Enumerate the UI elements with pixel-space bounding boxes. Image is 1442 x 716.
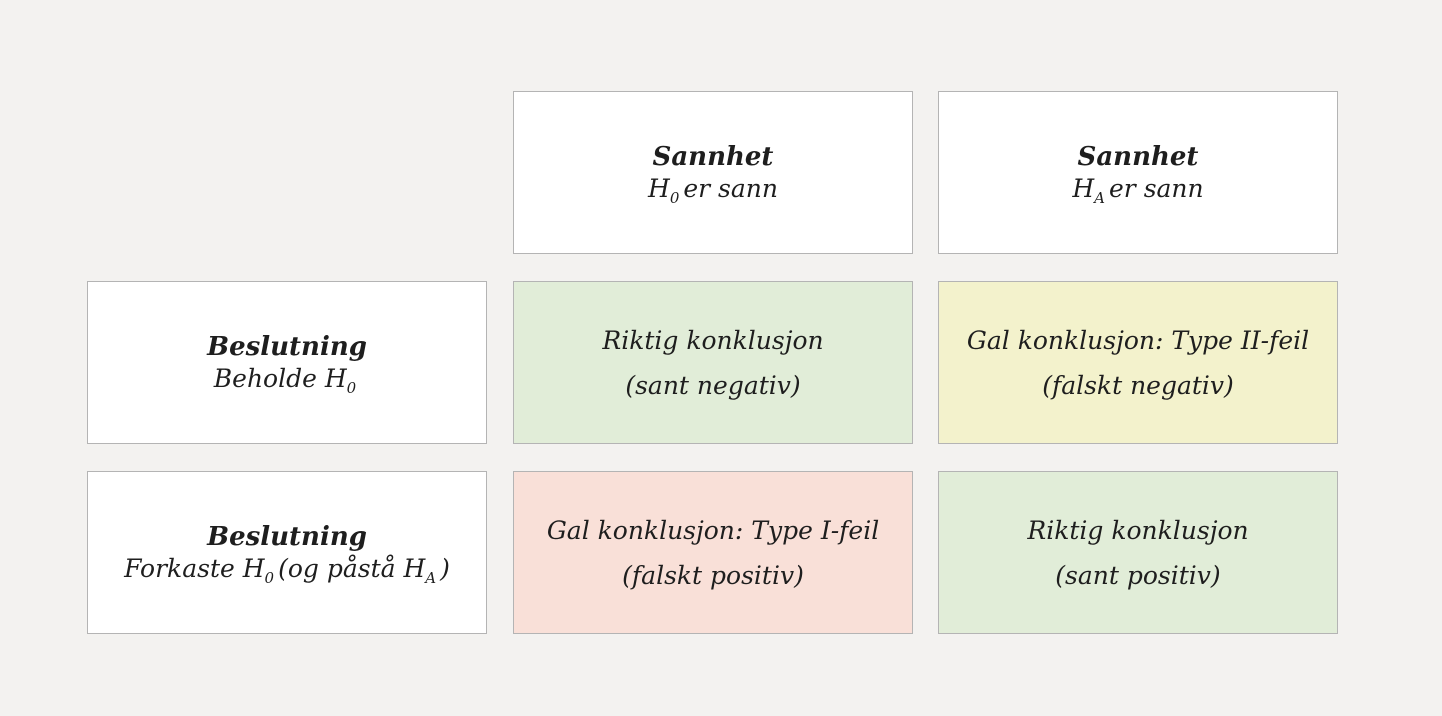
row-header-reject-h0: Beslutning Forkaste H0(og påstå HA) [87, 471, 487, 634]
column-header-title: Sannhet [1077, 141, 1199, 172]
row-header-title: Beslutning [207, 331, 367, 362]
cell-label: Riktig konklusjon [1027, 515, 1249, 545]
column-header-title: Sannhet [652, 141, 774, 172]
cell-true-negative: Riktig konklusjon (sant negativ) [513, 281, 913, 444]
row-header-subtitle: Beholde H0 [213, 363, 357, 397]
cell-sublabel: (falskt positiv) [622, 560, 804, 590]
row-header-subtitle: Forkaste H0(og påstå HA) [124, 553, 450, 587]
cell-sublabel: (falskt negativ) [1042, 370, 1234, 400]
cell-true-positive: Riktig konklusjon (sant positiv) [938, 471, 1338, 634]
cell-false-positive: Gal konklusjon: Type I-feil (falskt posi… [513, 471, 913, 634]
row-header-keep-h0: Beslutning Beholde H0 [87, 281, 487, 444]
cell-label: Gal konklusjon: Type I-feil [546, 515, 880, 545]
cell-label: Gal konklusjon: Type II-feil [966, 325, 1310, 355]
cell-false-negative: Gal konklusjon: Type II-feil (falskt neg… [938, 281, 1338, 444]
cell-label: Riktig konklusjon [602, 325, 824, 355]
cell-sublabel: (sant negativ) [625, 370, 801, 400]
cell-sublabel: (sant positiv) [1055, 560, 1221, 590]
row-header-title: Beslutning [207, 521, 367, 552]
